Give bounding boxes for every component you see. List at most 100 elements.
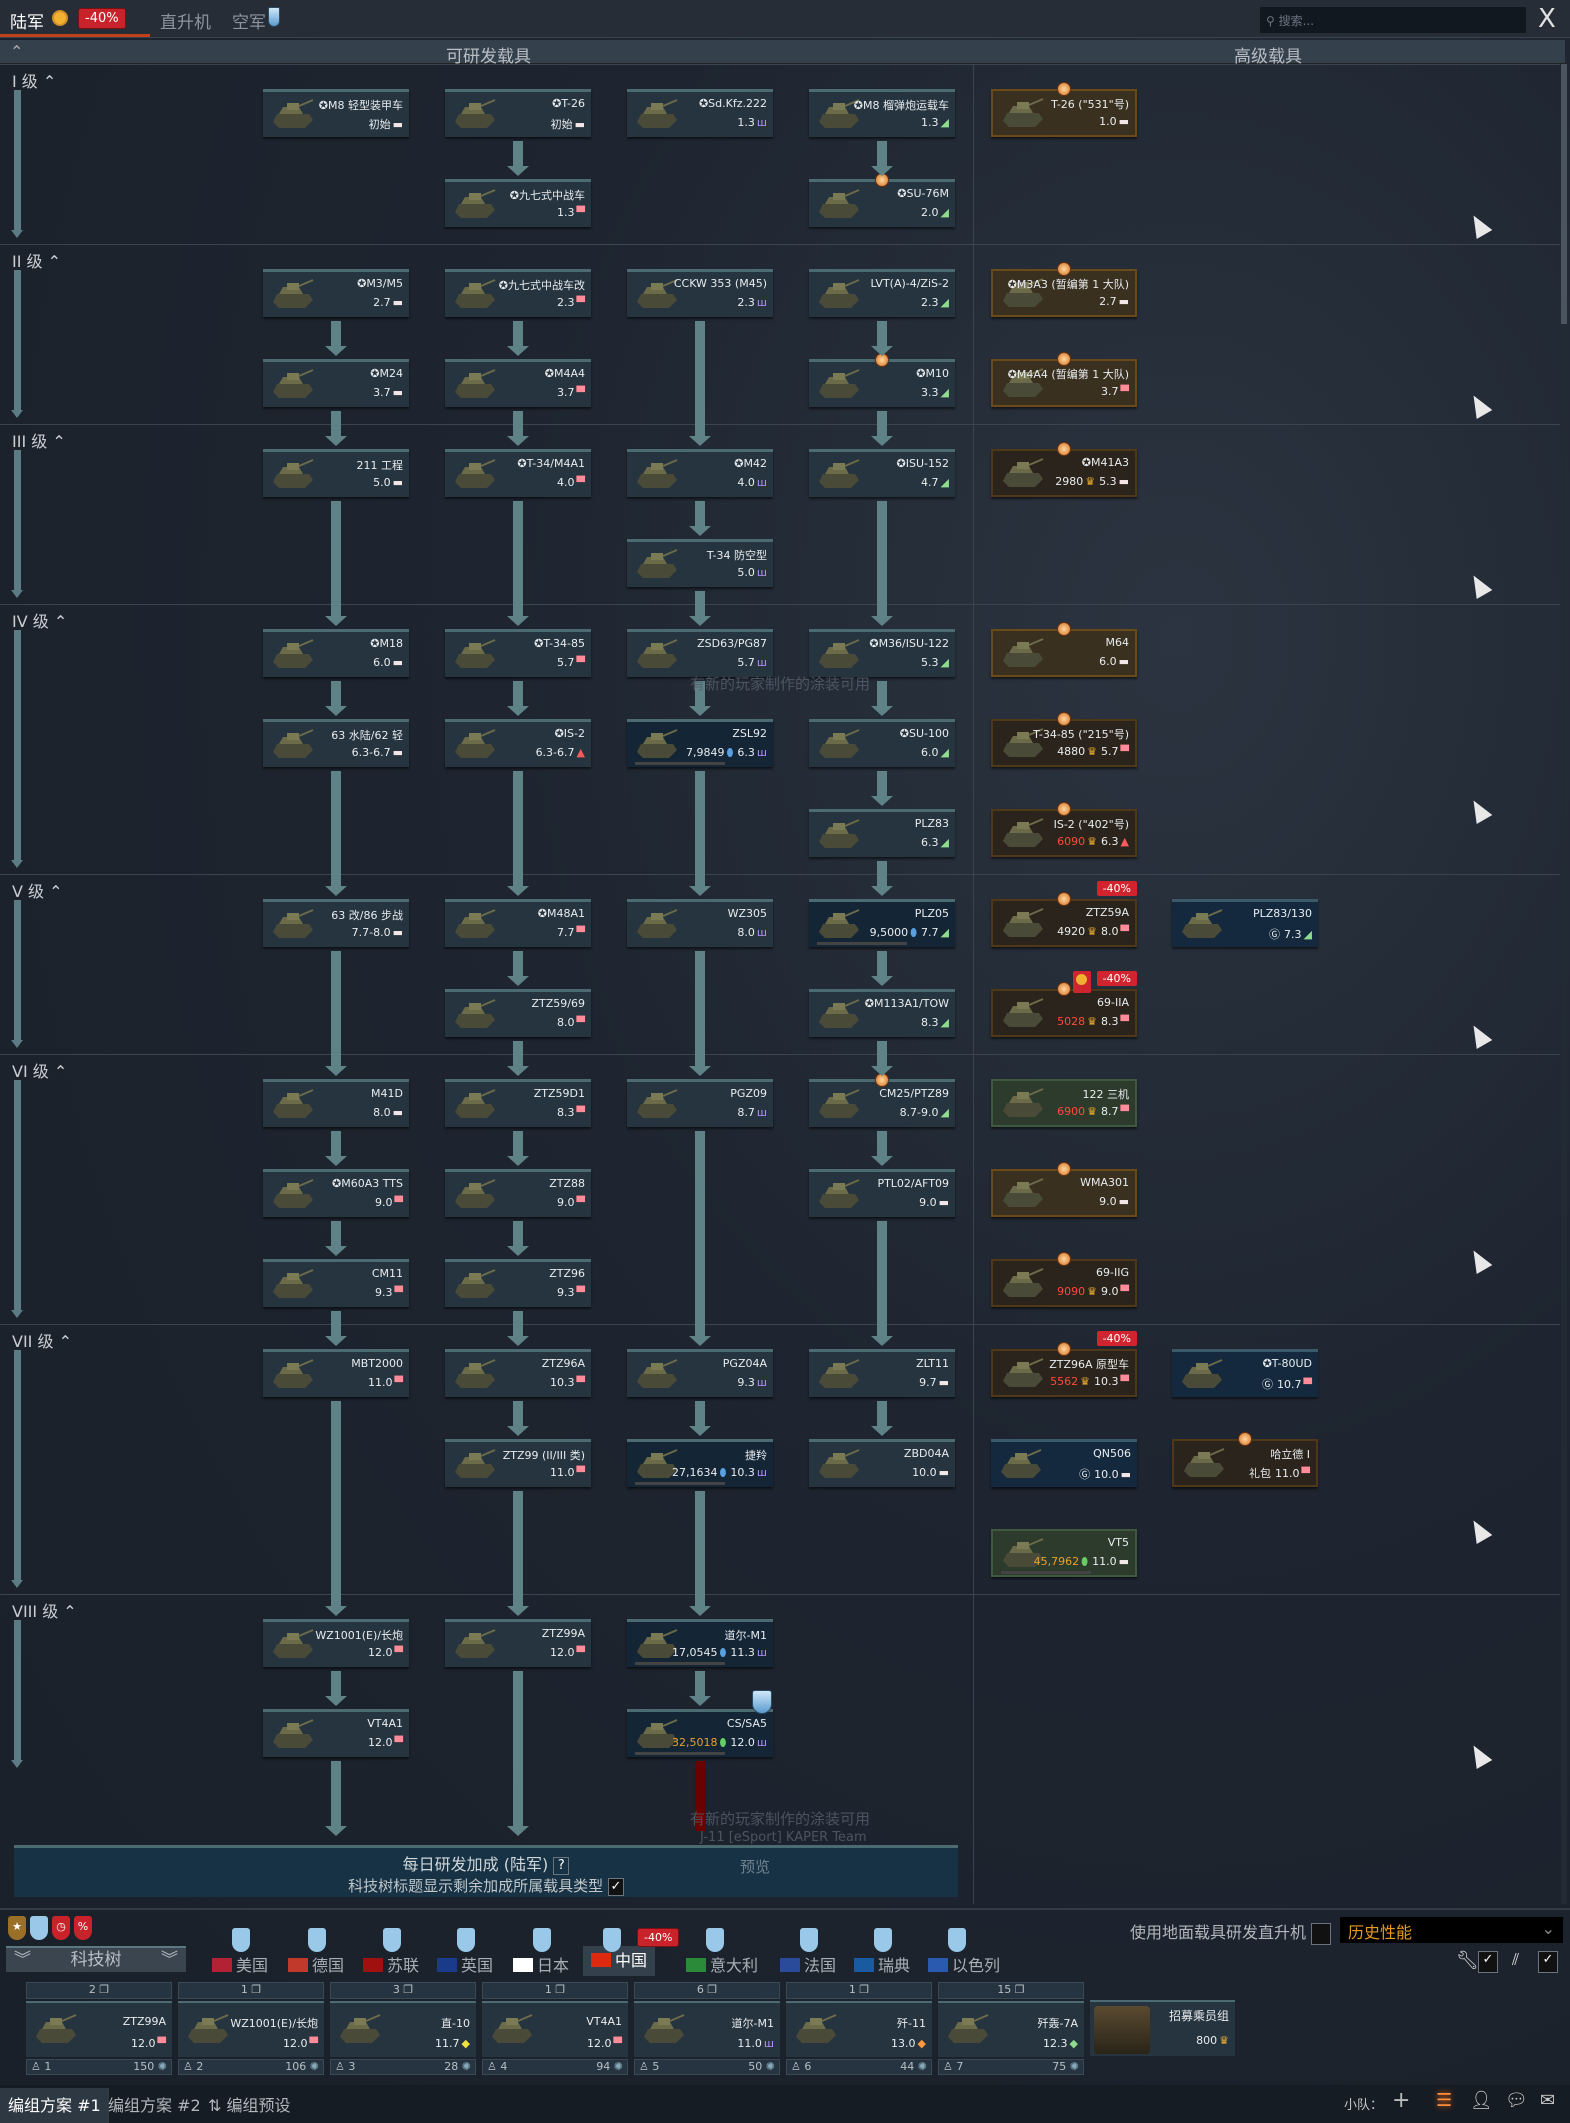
skin-preview-button[interactable]: 预览 <box>740 1858 771 1876</box>
friends-icon[interactable]: 👤︎ <box>1470 2090 1493 2111</box>
tier-label[interactable]: VI 级 ⌃ <box>12 1058 67 1082</box>
country-tab-4[interactable]: 日本 <box>513 1952 569 1976</box>
preset-tab-2[interactable]: 编组方案 #2 <box>108 2096 201 2115</box>
tier-label[interactable]: V 级 ⌃ <box>12 878 63 902</box>
list-icon[interactable]: ☰ <box>1436 2090 1453 2111</box>
add-squad-icon[interactable]: + <box>1392 2088 1411 2113</box>
tier-label[interactable]: II 级 ⌃ <box>12 248 61 272</box>
tab-aircraft[interactable]: 空军 <box>232 13 266 33</box>
country-tab-7[interactable]: 法国 <box>780 1952 836 1976</box>
repair-checkbox[interactable]: ✓ <box>1478 1951 1498 1973</box>
country-tab-8[interactable]: 瑞典 <box>854 1952 910 1976</box>
country-tab-3[interactable]: 英国 <box>437 1952 493 1976</box>
country-tab-9[interactable]: 以色列 <box>928 1952 1000 1976</box>
wrench-icon[interactable]: 🔧︎ <box>1456 1950 1479 1971</box>
tab-helicopters[interactable]: 直升机 <box>160 13 211 33</box>
country-tab-5[interactable]: 中国 <box>583 1946 656 1976</box>
skin-notification[interactable]: 有新的玩家制作的涂装可用 <box>690 1810 871 1828</box>
heli-option-checkbox[interactable] <box>1311 1922 1332 1945</box>
vehicle-card[interactable]: T-34-85 ("215"号)4880♛5.7▀ <box>991 712 1137 767</box>
vehicle-card[interactable]: IS-2 ("402"号)6090♛6.3▲ <box>991 802 1137 857</box>
tier-label[interactable]: VIII 级 ⌃ <box>12 1598 77 1622</box>
preset-manager-button[interactable]: ⇅ 编组预设 <box>200 2088 299 2123</box>
vehicle-card[interactable]: ✪M4A4 (暂编第 1 大队)3.7▀ <box>991 352 1137 407</box>
scrollbar[interactable] <box>1561 64 1567 1904</box>
recruit-crew-button[interactable]: 招募乘员组 800♛ <box>1090 2000 1235 2056</box>
help-icon[interactable]: ? <box>553 1856 570 1875</box>
preset-tab-1[interactable]: 编组方案 #1 <box>0 2088 109 2123</box>
search-input[interactable]: ⚲ 搜索... <box>1260 7 1526 33</box>
country-tab-2[interactable]: 苏联 <box>363 1952 419 1976</box>
chat-icon[interactable]: 💬︎ <box>1505 2090 1528 2111</box>
country-tab-6[interactable]: 意大利 <box>686 1952 758 1976</box>
vehicle-card[interactable]: ✪M8 轻型装甲车初始▬ <box>263 89 409 137</box>
collapse-all-icon[interactable]: ⌃ <box>10 42 24 61</box>
mail-icon[interactable]: ✉ <box>1540 2090 1556 2111</box>
country-tab-1[interactable]: 德国 <box>288 1952 344 1976</box>
tier-label[interactable]: IV 级 ⌃ <box>12 608 67 632</box>
